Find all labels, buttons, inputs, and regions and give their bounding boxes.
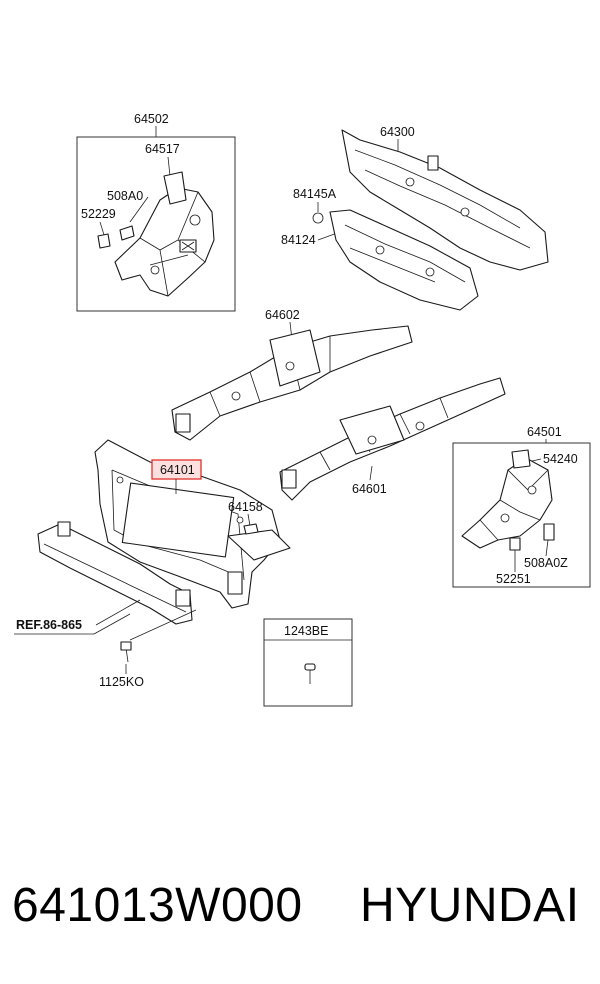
label-64602[interactable]: 64602 (265, 308, 300, 322)
label-64502[interactable]: 64502 (134, 112, 169, 126)
label-64300[interactable]: 64300 (380, 125, 415, 139)
label-54240[interactable]: 54240 (543, 452, 578, 466)
front-side-member-lh-part (279, 377, 506, 501)
label-1125KO[interactable]: 1125KO (99, 675, 144, 689)
label-52229[interactable]: 52229 (81, 207, 116, 221)
bolt-1125KO-part (120, 609, 197, 663)
label-64158[interactable]: 64158 (228, 500, 263, 514)
highlight-64101 (151, 459, 202, 480)
label-508A0Z[interactable]: 508A0Z (524, 556, 568, 570)
dash-panel-lower-part (329, 209, 479, 311)
label-84145A[interactable]: 84145A (293, 187, 337, 201)
bumper-beam-part (37, 521, 193, 625)
radiator-support-part (94, 439, 291, 609)
label-52251[interactable]: 52251 (496, 572, 531, 586)
front-side-member-left-part (97, 171, 215, 297)
bracket-64158 (243, 523, 259, 535)
front-side-member-right-part (171, 325, 413, 441)
label-64601[interactable]: 64601 (352, 482, 387, 496)
box-1243BE (263, 618, 353, 707)
label-1243BE[interactable]: 1243BE (284, 624, 328, 638)
label-64101[interactable]: 64101 (160, 463, 195, 477)
label-64501[interactable]: 64501 (527, 425, 562, 439)
label-64517[interactable]: 64517 (145, 142, 180, 156)
dash-panel-upper-part (341, 129, 549, 271)
label-ref-86-865[interactable]: REF.86-865 (16, 618, 82, 632)
box-64501 (452, 442, 591, 588)
part-number-caption: 641013W000 (12, 879, 303, 932)
label-84124[interactable]: 84124 (281, 233, 316, 247)
brand-caption: HYUNDAI (360, 879, 580, 932)
label-508A0[interactable]: 508A0 (107, 189, 143, 203)
screw-1243BE-part (304, 663, 316, 684)
front-side-member-assy-right-part (461, 449, 555, 551)
grommet-84145A (312, 212, 324, 224)
